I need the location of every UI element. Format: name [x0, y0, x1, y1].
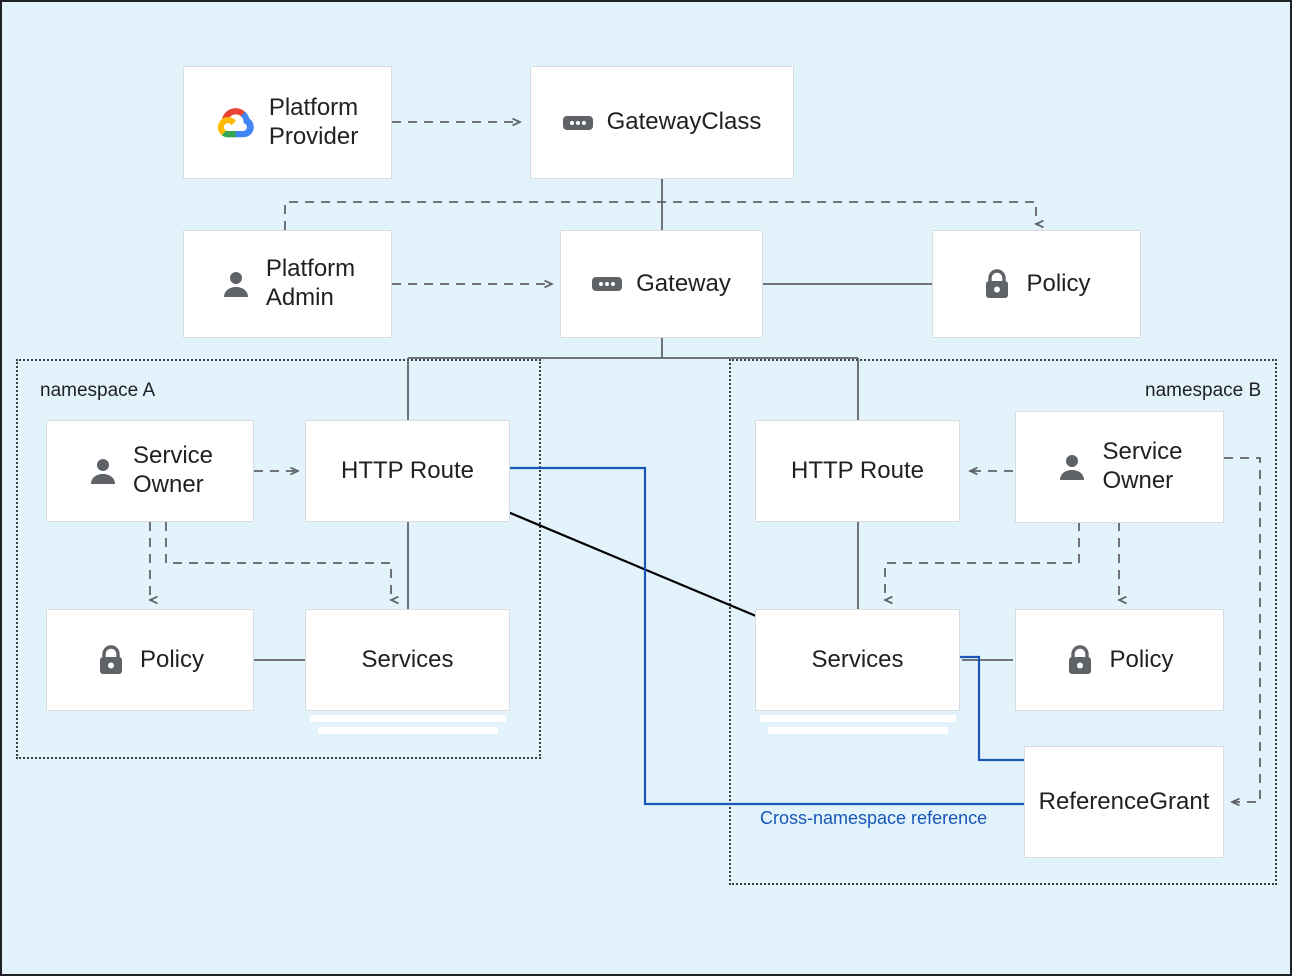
node-label: Policy — [1109, 645, 1174, 673]
node-policy-a[interactable]: Policy — [46, 609, 254, 711]
node-http-route-a[interactable]: HTTP Route — [305, 420, 510, 522]
node-label: HTTP Route — [341, 456, 474, 484]
node-gatewayclass[interactable]: GatewayClass — [530, 66, 794, 179]
resource-chip-icon — [562, 113, 593, 133]
node-label: Gateway — [636, 269, 731, 297]
services-a-stack-layer-2 — [318, 727, 498, 734]
node-label: Service Owner — [132, 442, 214, 498]
services-b-stack-layer-2 — [768, 727, 948, 734]
node-reference-grant[interactable]: ReferenceGrant — [1024, 746, 1224, 858]
services-a-stack-layer-1 — [310, 715, 506, 722]
person-icon — [1056, 451, 1088, 483]
node-label: Services — [361, 645, 454, 673]
person-icon — [220, 268, 252, 300]
node-label: GatewayClass — [606, 108, 762, 136]
lock-icon — [1065, 644, 1095, 676]
node-label: Service Owner — [1102, 438, 1183, 494]
node-policy-b[interactable]: Policy — [1015, 609, 1224, 711]
node-label: Platform Provider — [268, 93, 359, 150]
namespace-a-label: namespace A — [40, 380, 156, 401]
node-http-route-b[interactable]: HTTP Route — [755, 420, 960, 522]
node-label: HTTP Route — [791, 456, 924, 484]
node-services-a[interactable]: Services — [305, 609, 510, 711]
node-label: ReferenceGrant — [1038, 787, 1210, 815]
node-service-owner-a[interactable]: Service Owner — [46, 420, 254, 522]
node-policy-top[interactable]: Policy — [932, 230, 1141, 338]
node-platform-provider[interactable]: Platform Provider — [183, 66, 392, 179]
node-label: Services — [811, 645, 904, 673]
person-icon — [87, 455, 119, 487]
resource-chip-icon — [592, 274, 623, 294]
lock-icon — [982, 268, 1012, 300]
node-gateway[interactable]: Gateway — [560, 230, 763, 338]
lock-icon — [96, 644, 126, 676]
namespace-b-label: namespace B — [1145, 380, 1262, 401]
edge-admin-to-policy-top — [284, 201, 1036, 230]
node-label: Platform Admin — [265, 255, 356, 311]
node-label: Policy — [139, 645, 205, 673]
cross-namespace-reference-label: Cross-namespace reference — [760, 808, 988, 828]
google-cloud-icon — [217, 106, 255, 139]
edge-route-a-to-services-b-diagonal — [507, 510, 757, 618]
node-service-owner-b[interactable]: Service Owner — [1015, 411, 1224, 523]
node-label: Policy — [1026, 269, 1091, 297]
services-b-stack-layer-1 — [760, 715, 956, 722]
node-services-b[interactable]: Services — [755, 609, 960, 711]
node-platform-admin[interactable]: Platform Admin — [183, 230, 392, 338]
